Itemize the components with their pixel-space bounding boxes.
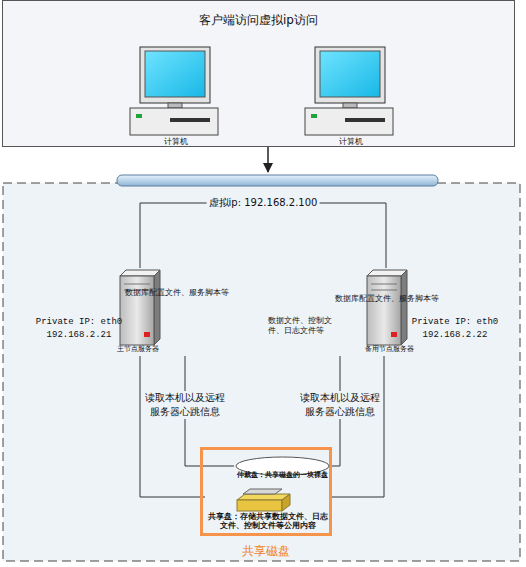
computer-node: 计算机	[128, 43, 223, 151]
disk-caption: 共享盘：存储共享数据文件、日志文件、控制文件等公用内容	[205, 512, 330, 531]
computer-label: 计算机	[303, 137, 398, 147]
disk-base	[237, 500, 282, 511]
server-side	[401, 270, 407, 345]
monitor-frame	[315, 47, 385, 103]
connector-line	[140, 203, 386, 268]
power-led	[311, 114, 317, 118]
disk-top	[237, 494, 290, 500]
drive-slot	[170, 118, 210, 122]
client-area-fill	[2, 0, 515, 147]
disk-caption: 仲裁盘：共享磁盘的一块裸盘	[234, 471, 331, 480]
computer-case	[130, 108, 218, 135]
server-slot	[371, 290, 397, 291]
connector-label: 读取本机以及远程服务器心跳信息	[142, 391, 228, 419]
server-files: 数据库配置文件、服务脚本等	[335, 294, 445, 304]
ip-label: Private IP: eth0 192.168.2.21	[29, 316, 129, 342]
standby-server: 数据库配置文件、服务脚本等数据文件、控制文件、日志文件等备用节点服务器	[262, 268, 442, 356]
server-icon	[367, 270, 407, 345]
server-slot	[124, 284, 150, 285]
computer-node: 计算机	[303, 43, 398, 151]
disk-cover	[243, 489, 282, 494]
monitor-stand	[343, 103, 357, 108]
server-side	[154, 270, 160, 345]
power-led	[136, 114, 142, 118]
cluster-region	[3, 183, 520, 561]
server-name: 主节点服务器	[117, 345, 197, 354]
monitor-frame	[140, 47, 210, 103]
disk-icon	[237, 489, 290, 511]
server-icon	[120, 270, 160, 345]
server-front	[120, 276, 154, 345]
connector-line	[330, 356, 384, 497]
server-led	[144, 332, 150, 337]
area-title: 客户端访问虚拟ip访问	[3, 13, 514, 28]
access-arrow	[267, 147, 269, 172]
connector-label: 虚拟ip: 192.168.2.100	[207, 196, 320, 210]
server-led	[391, 332, 397, 337]
connector-label: 读取本机以及远程服务器心跳信息	[297, 391, 383, 419]
monitor-screen	[320, 51, 380, 97]
client-area: 客户端访问虚拟ip访问计算机 计算机	[2, 0, 515, 147]
computer-case	[305, 108, 393, 135]
monitor-screen	[145, 51, 205, 97]
monitor-stand	[168, 103, 182, 108]
connector-line	[140, 356, 205, 497]
drive-slot	[345, 118, 385, 122]
computer-icon	[305, 47, 393, 135]
primary-server: 数据库配置文件、服务脚本等主节点服务器	[110, 268, 250, 356]
server-name: 备用节点服务器	[365, 345, 445, 354]
disk-side	[282, 494, 290, 511]
shared-disk: 共享盘：存储共享数据文件、日志文件、控制文件等公用内容	[205, 487, 330, 533]
quorum-disk: 仲裁盘：共享磁盘的一块裸盘	[234, 456, 331, 482]
ip-label: Private IP: eth0 192.168.2.22	[405, 316, 505, 342]
computer-label: 计算机	[128, 137, 223, 147]
server-files: 数据库配置文件、服务脚本等	[125, 288, 250, 298]
server-front	[367, 276, 401, 345]
server-top	[120, 270, 160, 276]
storage-title: 共享磁盘	[200, 544, 332, 559]
server-top	[367, 270, 407, 276]
shared-storage-box: 共享磁盘仲裁盘：共享磁盘的一块裸盘共享盘：存储共享数据文件、日志文件、控制文件等…	[200, 447, 332, 536]
server-slot	[371, 284, 397, 285]
server-data-files: 数据文件、控制文件、日志文件等	[268, 316, 338, 336]
network-bus	[117, 175, 438, 186]
computer-icon	[130, 47, 218, 135]
